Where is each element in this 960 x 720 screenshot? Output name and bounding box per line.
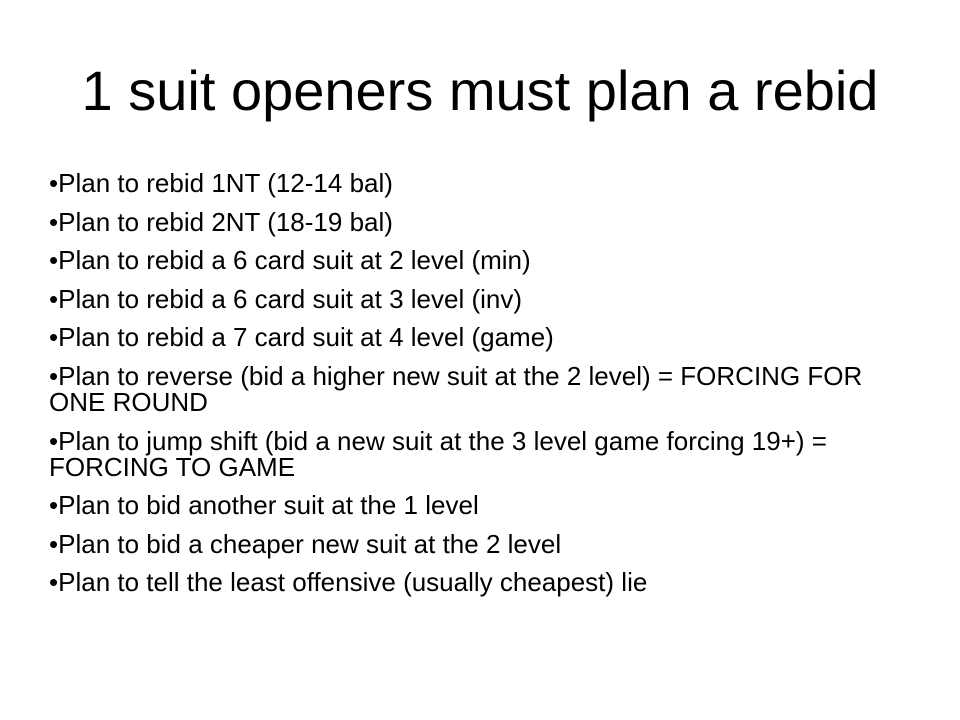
- bullet-marker: •: [49, 425, 59, 456]
- bullet-marker: •: [49, 168, 59, 198]
- bullet-text: Plan to reverse (bid a higher new suit a…: [49, 360, 863, 417]
- bullet-marker: •: [49, 283, 59, 314]
- bullet-marker: •: [49, 490, 59, 521]
- bullet-text: Plan to rebid a 7 card suit at 4 level (…: [58, 322, 554, 353]
- bullet-item: •Plan to rebid a 6 card suit at 2 level …: [49, 247, 909, 273]
- bullet-item: •Plan to rebid a 6 card suit at 3 level …: [49, 286, 909, 312]
- bullet-marker: •: [49, 567, 59, 598]
- slide-title: 1 suit openers must plan a rebid: [81, 59, 879, 122]
- bullet-item: •Plan to rebid 2NT (18-19 bal): [49, 209, 909, 235]
- bullet-item: •Plan to bid another suit at the 1 level: [49, 492, 909, 518]
- bullet-text: Plan to rebid a 6 card suit at 3 level (…: [58, 283, 523, 314]
- bullet-marker: •: [49, 206, 59, 237]
- bullet-marker: •: [49, 360, 59, 391]
- bullet-item: •Plan to reverse (bid a higher new suit …: [49, 363, 909, 415]
- bullet-text: Plan to tell the least offensive (usuall…: [58, 567, 648, 598]
- bullet-marker: •: [49, 245, 59, 276]
- bullet-text: Plan to rebid a 6 card suit at 2 level (…: [58, 245, 531, 276]
- bullet-list: •Plan to rebid 1NT (12-14 bal) •Plan to …: [49, 170, 909, 608]
- bullet-item: •Plan to bid a cheaper new suit at the 2…: [49, 531, 909, 557]
- bullet-text: Plan to rebid 2NT (18-19 bal): [58, 206, 393, 237]
- bullet-text: Plan to rebid 1NT (12-14 bal): [58, 168, 393, 198]
- bullet-marker: •: [49, 322, 59, 353]
- bullet-text: Plan to bid another suit at the 1 level: [58, 490, 479, 521]
- bullet-item: •Plan to tell the least offensive (usual…: [49, 569, 909, 595]
- bullet-text: Plan to bid a cheaper new suit at the 2 …: [58, 528, 562, 559]
- bullet-text: Plan to jump shift (bid a new suit at th…: [49, 425, 827, 482]
- bullet-item: •Plan to rebid 1NT (12-14 bal): [49, 170, 909, 196]
- bullet-marker: •: [49, 528, 59, 559]
- bullet-item: •Plan to jump shift (bid a new suit at t…: [49, 428, 909, 480]
- bullet-item: •Plan to rebid a 7 card suit at 4 level …: [49, 324, 909, 350]
